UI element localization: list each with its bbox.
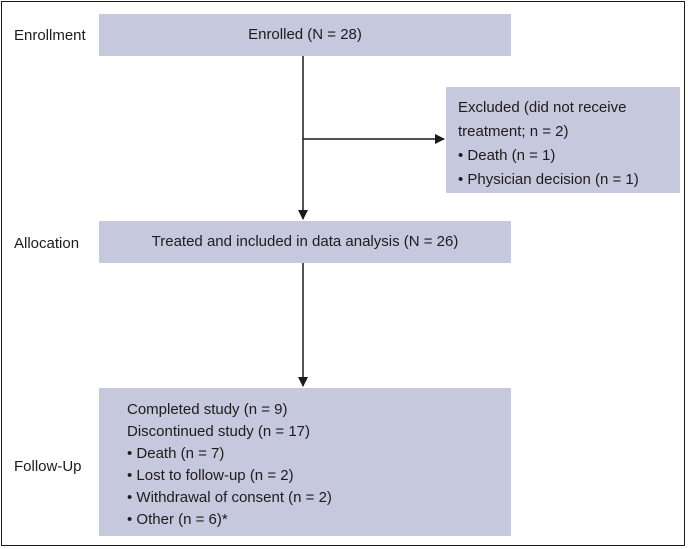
stage-label-enrollment: Enrollment [14,27,86,44]
follow-up-line-3: • Death (n = 7) [127,445,225,462]
follow-up-line-6: • Other (n = 6)* [127,511,228,528]
stage-label-follow-up: Follow-Up [14,458,82,475]
treated-text: Treated and included in data analysis (N… [151,233,459,250]
excluded-line-3: • Death (n = 1) [458,147,556,164]
treated-box: Treated and included in data analysis (N… [99,221,511,263]
follow-up-line-5: • Withdrawal of consent (n = 2) [127,489,332,506]
excluded-line-2: treatment; n = 2) [458,123,569,140]
excluded-box: Excluded (did not receive treatment; n =… [446,87,680,193]
enrolled-box: Enrolled (N = 28) [99,14,511,56]
follow-up-line-1: Completed study (n = 9) [127,401,288,418]
enrolled-text: Enrolled (N = 28) [248,26,362,43]
follow-up-box: Completed study (n = 9) Discontinued stu… [99,388,511,536]
stage-label-allocation: Allocation [14,235,80,252]
follow-up-line-4: • Lost to follow-up (n = 2) [127,467,294,484]
excluded-line-1: Excluded (did not receive [458,99,627,116]
follow-up-line-2: Discontinued study (n = 17) [127,423,311,440]
excluded-line-4: • Physician decision (n = 1) [458,171,639,188]
